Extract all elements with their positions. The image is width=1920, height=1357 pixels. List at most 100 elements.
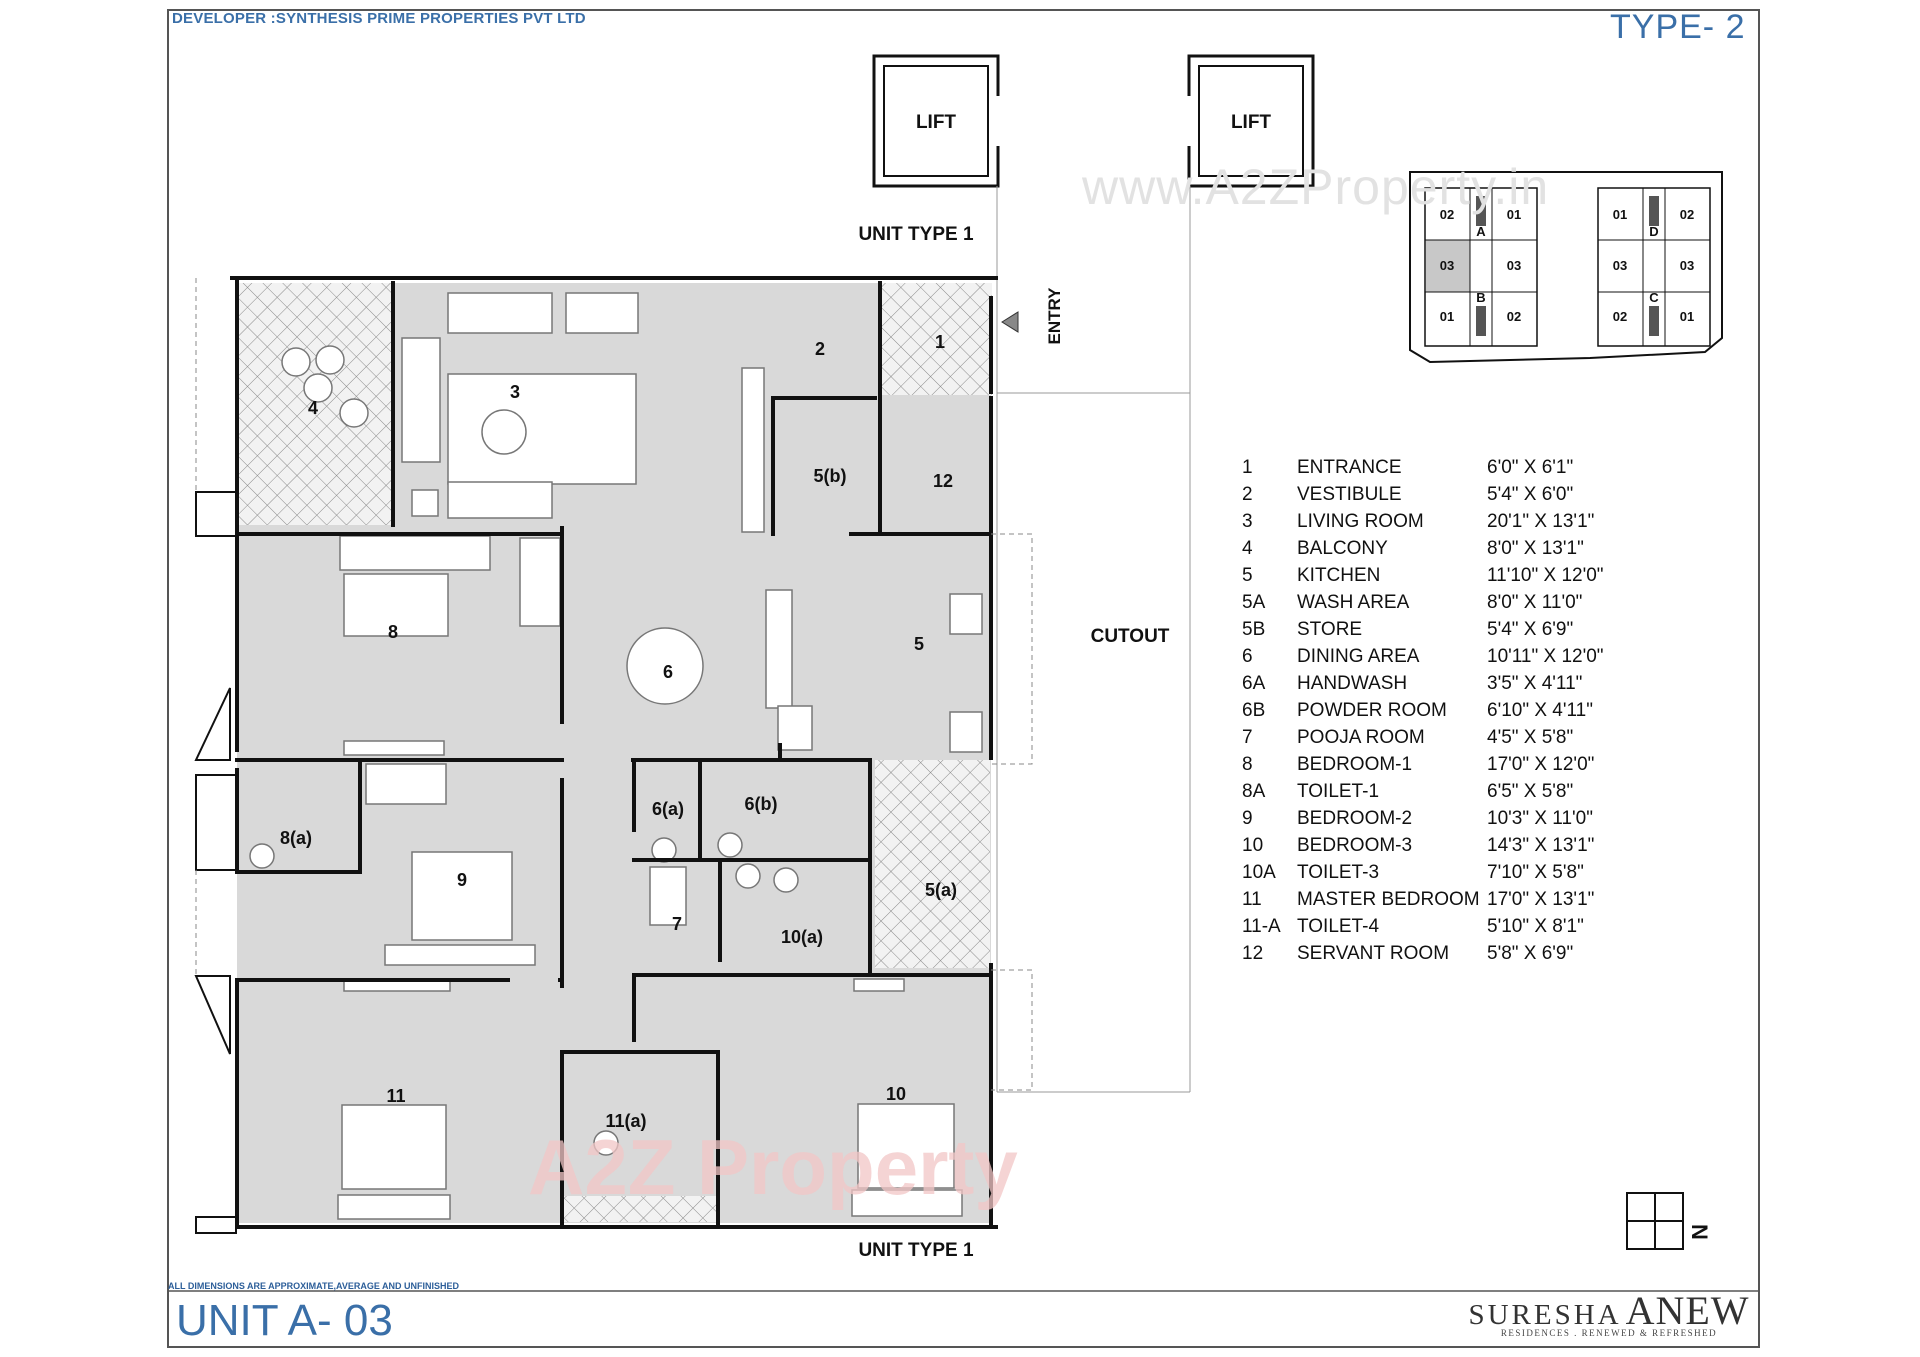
- lift-label-left: LIFT: [916, 112, 956, 133]
- legend-room-number: 8: [1242, 754, 1253, 775]
- key-plan-right-mid-left: 03: [1613, 258, 1627, 273]
- cutout-label: CUTOUT: [1091, 626, 1170, 647]
- legend-room-name: POWDER ROOM: [1297, 700, 1447, 721]
- key-plan-left-top-right: 01: [1507, 207, 1521, 222]
- legend-room-dimension: 17'0" X 12'0": [1487, 754, 1595, 775]
- legend-row: 5 KITCHEN 11'10" X 12'0": [1242, 562, 1642, 589]
- unit-type-label-top: UNIT TYPE 1: [858, 224, 974, 245]
- key-plan-left-core-top: A: [1476, 224, 1486, 239]
- key-plan-right-bottom-left: 02: [1613, 309, 1627, 324]
- key-plan-right-top-right: 02: [1680, 207, 1694, 222]
- key-plan-left-mid-right: 03: [1507, 258, 1521, 273]
- legend-room-number: 11-A: [1242, 916, 1281, 937]
- legend-room-dimension: 10'11" X 12'0": [1487, 646, 1604, 667]
- legend-room-name: BEDROOM-3: [1297, 835, 1413, 856]
- legend-room-dimension: 5'8" X 6'9": [1487, 943, 1574, 964]
- room-label-11a: 11(a): [605, 1111, 646, 1131]
- legend-room-dimension: 3'5" X 4'11": [1487, 673, 1583, 694]
- legend-room-number: 6: [1242, 646, 1253, 667]
- legend-room-name: POOJA ROOM: [1297, 727, 1425, 748]
- legend-room-number: 5A: [1242, 592, 1266, 613]
- legend-room-dimension: 5'4" X 6'0": [1487, 484, 1574, 505]
- brand-tagline: RESIDENCES . RENEWED & REFRESHED: [1500, 1328, 1718, 1338]
- legend-room-number: 9: [1242, 808, 1253, 829]
- lift-right: [1183, 54, 1315, 188]
- legend-room-number: 11: [1242, 889, 1262, 910]
- legend-room-number: 5: [1242, 565, 1253, 586]
- key-plan-left-top-left: 02: [1440, 207, 1454, 222]
- legend-room-dimension: 6'0" X 6'1": [1487, 457, 1574, 478]
- key-plan-right-core-bottom: C: [1649, 290, 1659, 305]
- legend-room-name: TOILET-4: [1297, 916, 1380, 937]
- legend-room-number: 10A: [1242, 862, 1276, 883]
- room-label-8: 8: [388, 622, 398, 642]
- room-label-4: 4: [308, 398, 318, 418]
- room-label-6b: 6(b): [745, 794, 778, 814]
- legend-room-dimension: 8'0" X 11'0": [1487, 592, 1583, 613]
- room-label-10a: 10(a): [781, 927, 823, 947]
- legend-room-number: 3: [1242, 511, 1253, 532]
- legend-room-dimension: 11'10" X 12'0": [1487, 565, 1604, 586]
- key-plan: 02 01 03 03 01 02 A B 01 02 03 03 02 01 …: [1409, 171, 1723, 364]
- legend-room-dimension: 20'1" X 13'1": [1487, 511, 1595, 532]
- north-label: N: [1687, 1224, 1712, 1240]
- key-plan-left-bottom-left: 01: [1440, 309, 1454, 324]
- key-plan-right-top-left: 01: [1613, 207, 1627, 222]
- legend-room-name: DINING AREA: [1297, 646, 1420, 667]
- legend-row: 6 DINING AREA 10'11" X 12'0": [1242, 643, 1642, 670]
- legend-room-name: HANDWASH: [1297, 673, 1408, 694]
- window-bays: [194, 491, 237, 1234]
- legend-room-number: 4: [1242, 538, 1253, 559]
- legend-room-name: TOILET-3: [1297, 862, 1380, 883]
- legend-room-number: 8A: [1242, 781, 1266, 802]
- entry-label: ENTRY: [1045, 287, 1064, 345]
- key-plan-left-bottom-right: 02: [1507, 309, 1521, 324]
- exterior-dash-lines: [195, 278, 1033, 1091]
- room-label-2: 2: [815, 339, 825, 359]
- legend-room-dimension: 17'0" X 13'1": [1487, 889, 1595, 910]
- legend-room-dimension: 5'10" X 8'1": [1487, 916, 1584, 937]
- legend-room-name: BALCONY: [1297, 538, 1388, 559]
- legend-room-number: 1: [1242, 457, 1253, 478]
- legend-row: 8 BEDROOM-1 17'0" X 12'0": [1242, 751, 1642, 778]
- brand-name-part2: ANEW: [1625, 1288, 1750, 1333]
- legend-room-name: WASH AREA: [1297, 592, 1410, 613]
- brand-logo: SURESHA ANEW RESIDENCES . RENEWED & REFR…: [1464, 1287, 1754, 1338]
- room-label-5b: 5(b): [814, 466, 847, 486]
- room-label-9: 9: [457, 870, 467, 890]
- key-plan-left-mid-left: 03: [1440, 258, 1454, 273]
- legend-room-number: 7: [1242, 727, 1253, 748]
- legend-row: 11-A TOILET-4 5'10" X 8'1": [1242, 913, 1642, 940]
- key-plan-right-core-top: D: [1649, 224, 1658, 239]
- legend-room-number: 12: [1242, 943, 1264, 964]
- legend-room-dimension: 5'4" X 6'9": [1487, 619, 1574, 640]
- room-label-12: 12: [933, 471, 953, 491]
- key-plan-right-bottom-right: 01: [1680, 309, 1694, 324]
- brand-name-part1: SURESHA: [1468, 1299, 1622, 1331]
- room-label-6: 6: [663, 662, 673, 682]
- legend-room-dimension: 14'3" X 13'1": [1487, 835, 1595, 856]
- room-label-6a: 6(a): [652, 799, 684, 819]
- furniture: [249, 292, 983, 1220]
- room-label-5a: 5(a): [925, 880, 957, 900]
- north-compass: N: [1626, 1192, 1712, 1250]
- walls: [230, 276, 998, 1229]
- entry-arrow-icon: [1001, 311, 1019, 333]
- legend-room-name: BEDROOM-1: [1297, 754, 1413, 775]
- legend-room-name: BEDROOM-2: [1297, 808, 1413, 829]
- room-label-8a: 8(a): [280, 828, 312, 848]
- legend-room-number: 2: [1242, 484, 1253, 505]
- legend-room-dimension: 6'10" X 4'11": [1487, 700, 1593, 721]
- legend-row: 5A WASH AREA 8'0" X 11'0": [1242, 589, 1642, 616]
- legend-room-name: KITCHEN: [1297, 565, 1381, 586]
